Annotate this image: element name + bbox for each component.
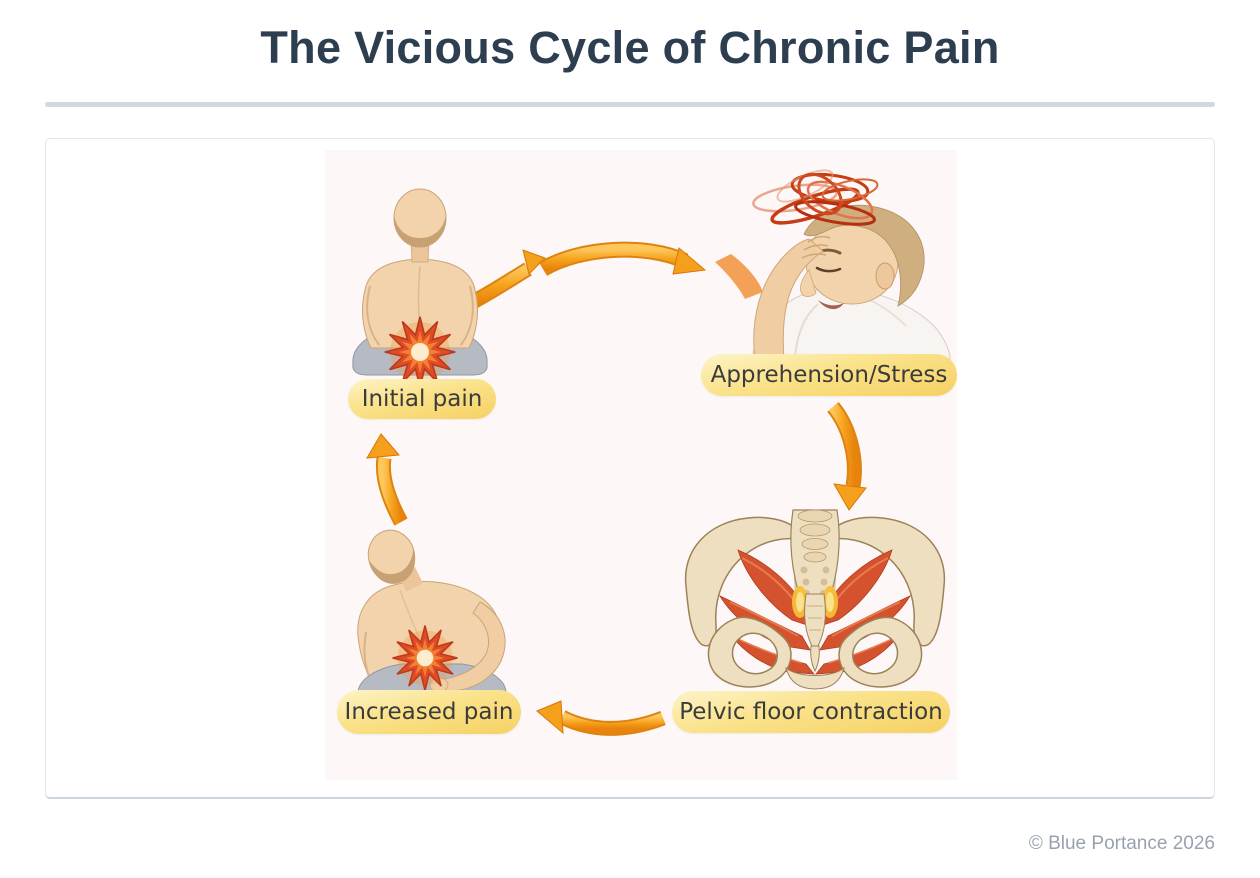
cycle-illustration <box>352 169 951 736</box>
label-pelvic-floor-contraction: Pelvic floor contraction <box>672 691 950 733</box>
stress-illustration <box>751 169 951 361</box>
cycle-diagram: Initial pain Apprehension/Stress Pelvic … <box>325 150 957 780</box>
stress-scribbles-icon <box>752 169 879 226</box>
arrow-increased-to-initial <box>366 433 408 526</box>
label-increased-pain: Increased pain <box>337 690 521 734</box>
copyright: © Blue Portance 2026 <box>1028 833 1215 854</box>
increased-pain-illustration <box>357 529 507 708</box>
pelvis-illustration <box>684 509 946 690</box>
initial-pain-illustration <box>352 188 488 387</box>
label-apprehension-stress: Apprehension/Stress <box>701 354 957 396</box>
label-initial-pain: Initial pain <box>348 379 496 419</box>
arrow-pelvic-to-increased <box>536 700 666 736</box>
arrow-stress-to-pelvic <box>827 402 867 511</box>
diagram-card: Initial pain Apprehension/Stress Pelvic … <box>45 138 1215 799</box>
page-title: The Vicious Cycle of Chronic Pain <box>260 22 1000 73</box>
arrow-initial-to-stress <box>469 241 763 309</box>
title-divider <box>45 102 1215 107</box>
